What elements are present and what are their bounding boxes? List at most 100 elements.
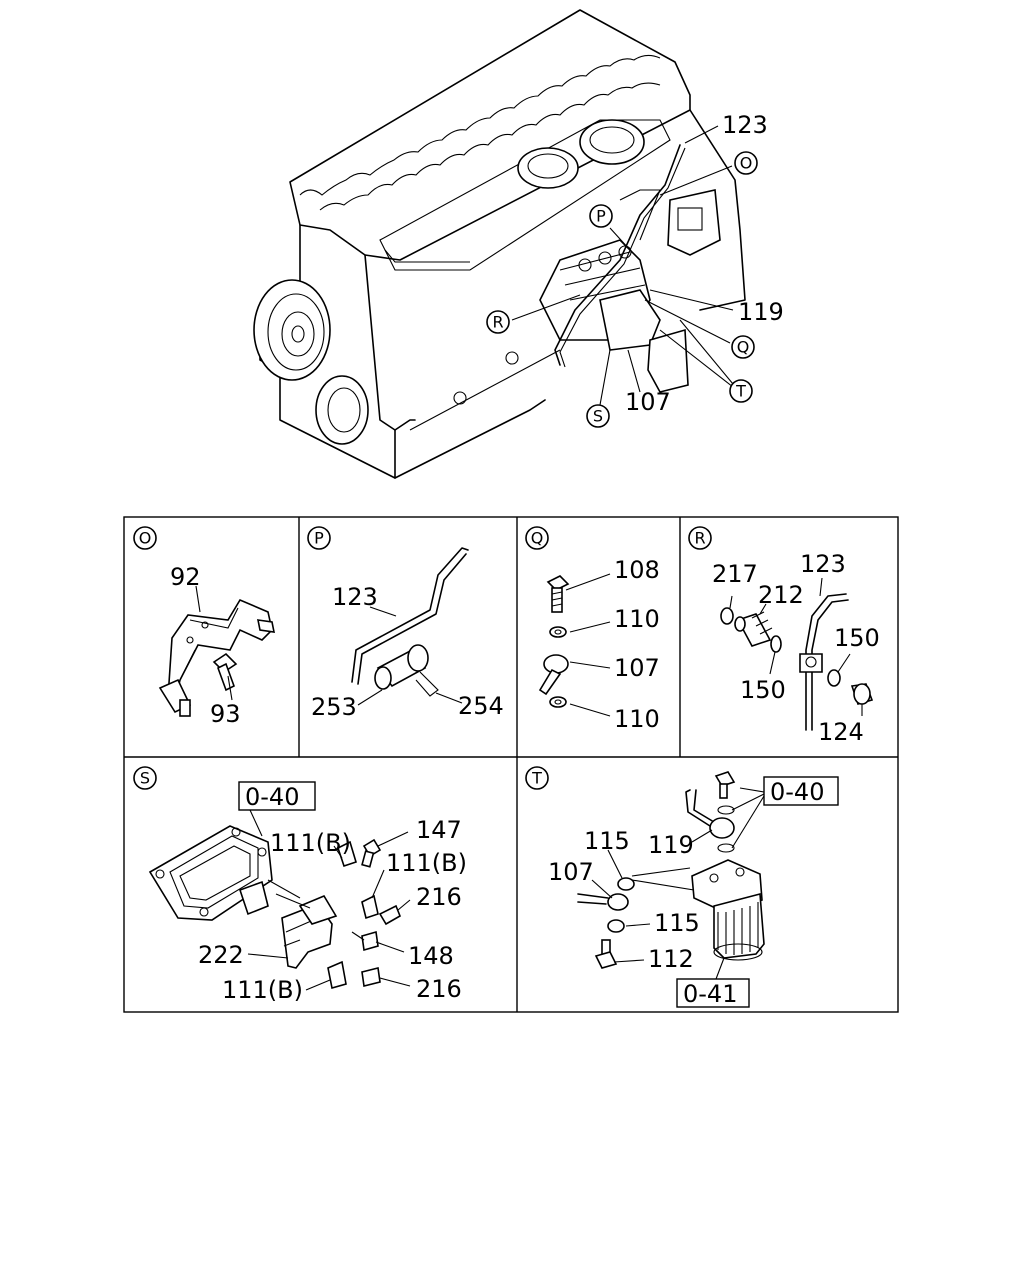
washer-part-217 xyxy=(720,607,734,625)
label-123-r: 123 xyxy=(800,550,846,578)
label-147: 147 xyxy=(416,816,462,844)
ref-box-0-41: 0-41 xyxy=(676,978,750,1008)
svg-text:R: R xyxy=(492,313,503,332)
bolt-part-108 xyxy=(546,575,570,613)
panel-letter-o: O xyxy=(133,526,157,550)
svg-text:S: S xyxy=(140,769,150,788)
washer-part-115-lower xyxy=(607,919,625,933)
panel-q: Q 108 110 107 110 xyxy=(525,526,660,733)
bolt-part-147 xyxy=(361,838,382,868)
panel-o: O 92 93 xyxy=(133,526,276,728)
label-111b-bottom: 111(B) xyxy=(222,976,303,1004)
bolt-part-112 xyxy=(594,939,618,969)
label-124: 124 xyxy=(818,718,864,746)
eye-bolt-part-107-t xyxy=(577,893,629,911)
label-254: 254 xyxy=(458,692,504,720)
clip-part-111b-3 xyxy=(327,960,347,990)
svg-text:0-40: 0-40 xyxy=(770,778,824,806)
panel-t: T 0-40 0-41 xyxy=(525,766,839,1008)
svg-text:Q: Q xyxy=(531,529,544,548)
label-123: 123 xyxy=(332,583,378,611)
ref-box-0-40-s: 0-40 xyxy=(238,781,316,811)
eye-bolt-part-107 xyxy=(538,654,569,696)
label-216-upper: 216 xyxy=(416,883,462,911)
label-217: 217 xyxy=(712,560,758,588)
label-222: 222 xyxy=(198,941,244,969)
pump-base-illustration xyxy=(148,825,273,921)
label-111b-top: 111(B) xyxy=(270,829,351,857)
cap-nut-part-124 xyxy=(850,683,874,705)
callout-circle-t: T xyxy=(729,379,753,403)
panel-s: S 0-40 xyxy=(133,766,467,1004)
detail-panel-grid xyxy=(123,516,899,1013)
panel-letter-r: R xyxy=(688,526,712,550)
label-212: 212 xyxy=(758,581,804,609)
label-110-upper: 110 xyxy=(614,605,660,633)
label-216-lower: 216 xyxy=(416,975,462,1003)
label-112: 112 xyxy=(648,945,694,973)
svg-text:P: P xyxy=(596,207,606,226)
bolt-part-93 xyxy=(212,652,238,692)
svg-text:R: R xyxy=(694,529,705,548)
panel-p: P 123 253 254 xyxy=(307,526,504,721)
engine-block-illustration xyxy=(253,9,746,479)
pipe-part-123 xyxy=(351,547,469,685)
label-148: 148 xyxy=(408,942,454,970)
callout-circle-q: Q xyxy=(731,335,755,359)
washer-part-150-right xyxy=(827,669,841,687)
bolt-part-216-upper xyxy=(378,904,402,926)
callout-119: 119 xyxy=(738,298,784,326)
panel-letter-q: Q xyxy=(525,526,549,550)
svg-text:0-40: 0-40 xyxy=(245,783,299,811)
washer-part-110-lower xyxy=(549,696,567,708)
label-253: 253 xyxy=(311,693,357,721)
label-150-right: 150 xyxy=(834,624,880,652)
svg-text:T: T xyxy=(735,382,746,401)
svg-text:P: P xyxy=(314,529,324,548)
ref-box-0-40-t: 0-40 xyxy=(763,776,839,806)
pipe-part-119 xyxy=(685,789,735,839)
svg-text:S: S xyxy=(593,407,603,426)
label-115-upper: 115 xyxy=(584,827,630,855)
panel-letter-p: P xyxy=(307,526,331,550)
svg-text:Q: Q xyxy=(737,338,750,357)
callout-123: 123 xyxy=(722,111,768,139)
callout-circle-p: P xyxy=(589,204,613,228)
label-93: 93 xyxy=(210,700,241,728)
bolt-part-216-lower xyxy=(361,967,381,987)
callout-107: 107 xyxy=(625,388,671,416)
pipe-part-123-r xyxy=(799,593,849,731)
callout-circle-o: O xyxy=(734,151,758,175)
svg-text:T: T xyxy=(531,769,542,788)
bolt-part-148 xyxy=(351,930,379,952)
svg-text:O: O xyxy=(139,529,152,548)
label-111b-mid: 111(B) xyxy=(386,849,467,877)
washer-part-110-upper xyxy=(549,626,567,638)
fitting-part-212 xyxy=(734,611,773,647)
label-92: 92 xyxy=(170,563,201,591)
clip-part-254 xyxy=(407,644,439,697)
panel-letter-t: T xyxy=(525,766,549,790)
label-108: 108 xyxy=(614,556,660,584)
panel-letter-s: S xyxy=(133,766,157,790)
main-leader-lines xyxy=(511,125,734,406)
svg-text:O: O xyxy=(740,154,753,173)
label-119: 119 xyxy=(648,831,694,859)
filter-housing-illustration xyxy=(691,859,765,961)
callout-circle-s: S xyxy=(586,404,610,428)
washer-part-150-left xyxy=(770,635,782,653)
callout-circle-r: R xyxy=(486,310,510,334)
label-115-lower: 115 xyxy=(654,909,700,937)
bolt-part-top xyxy=(714,771,736,799)
label-107-t: 107 xyxy=(548,858,594,886)
svg-text:0-41: 0-41 xyxy=(683,980,737,1008)
clip-part-111b-2 xyxy=(361,894,379,920)
label-150-left: 150 xyxy=(740,676,786,704)
label-107: 107 xyxy=(614,654,660,682)
washer-part-115-upper xyxy=(617,877,635,891)
clip-part-111b-1 xyxy=(337,840,357,868)
panel-r: R 217 212 123 150 150 124 xyxy=(688,526,880,746)
bracket-part-92 xyxy=(158,598,276,717)
label-110-lower: 110 xyxy=(614,705,660,733)
